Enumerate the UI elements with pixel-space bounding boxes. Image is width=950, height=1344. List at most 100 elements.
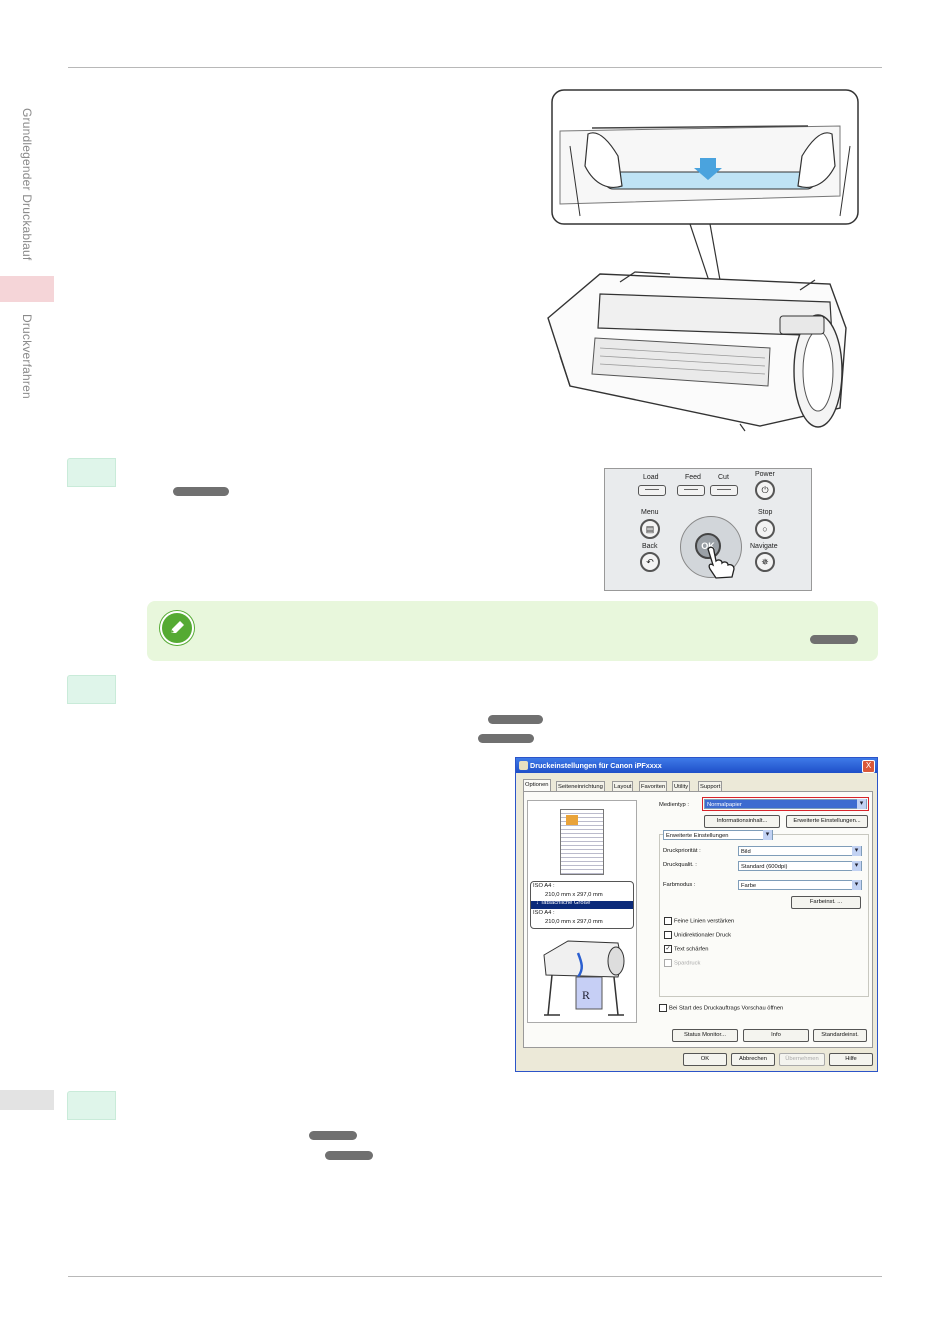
ok-dialog-button[interactable]: OK [683, 1053, 727, 1066]
stop-icon: ○ [762, 524, 768, 534]
page-number-marker [0, 1090, 54, 1110]
paper-size-1: 210,0 mm x 297,0 mm [545, 892, 603, 898]
print-settings-dialog: Druckeinstellungen für Canon iPFxxxx X O… [515, 757, 878, 1072]
checkbox-box [664, 931, 672, 939]
note-pencil-icon [160, 611, 194, 645]
back-arrow-icon: ↶ [646, 557, 654, 567]
ok-button[interactable]: OK [695, 533, 721, 559]
economy-print-label: Spardruck [674, 960, 701, 967]
load-button[interactable] [638, 485, 666, 496]
info-button[interactable]: Info [743, 1029, 809, 1042]
sharpen-text-label: Text schärfen [674, 946, 709, 953]
paper-label-2: ISO A4 : [533, 910, 555, 916]
print-preview-pane: ISO A4 : 210,0 mm x 297,0 mm ↓ Tatsächli… [527, 800, 637, 1023]
page-reference-link[interactable] [173, 487, 229, 496]
close-icon[interactable]: X [862, 760, 875, 773]
power-icon: ⏻ [761, 485, 769, 495]
page-reference-link-4[interactable] [309, 1131, 357, 1140]
step-marker-1 [67, 458, 116, 487]
paper-size-box: ISO A4 : 210,0 mm x 297,0 mm ↓ Tatsächli… [530, 881, 634, 929]
printer-loading-illustration [547, 89, 859, 432]
tab-favoriten[interactable]: Favoriten [639, 781, 668, 792]
page-preview-thumbnail [560, 809, 604, 875]
feed-label: Feed [685, 474, 701, 481]
unidirectional-checkbox[interactable]: Unidirektionaler Druck [664, 931, 731, 939]
checkbox-box [664, 959, 672, 967]
actual-size-label: ↓ Tatsächliche Größe [536, 900, 591, 906]
tab-utility[interactable]: Utility [672, 781, 691, 792]
info-content-button[interactable]: Informationsinhalt... [704, 815, 780, 828]
back-label: Back [642, 543, 658, 550]
note-page-reference-link[interactable] [810, 635, 858, 644]
actual-size-text: Tatsächliche Größe [540, 900, 591, 906]
cancel-button[interactable]: Abbrechen [731, 1053, 775, 1066]
medientyp-label: Medientyp : [659, 802, 689, 808]
tab-seiteneinrichtung[interactable]: Seiteneinrichtung [556, 781, 605, 792]
printer-app-icon [519, 761, 528, 770]
menu-button[interactable]: ▤ [640, 519, 660, 539]
fine-lines-checkbox[interactable]: Feine Linien verstärken [664, 917, 734, 925]
note-box [147, 601, 878, 661]
side-tab-marker [0, 276, 54, 302]
load-label: Load [643, 474, 659, 481]
help-button[interactable]: Hilfe [829, 1053, 873, 1066]
navigate-label: Navigate [750, 543, 778, 550]
unidirectional-label: Unidirektionaler Druck [674, 932, 732, 939]
tab-optionen[interactable]: Optionen [523, 779, 551, 792]
advanced-settings-button[interactable]: Erweiterte Einstellungen... [786, 815, 868, 828]
farbmodus-select[interactable]: Farbe [738, 880, 862, 890]
page-reference-link-5[interactable] [325, 1151, 373, 1160]
page-reference-link-2[interactable] [488, 715, 543, 724]
farbmodus-label: Farbmodus : [663, 882, 696, 888]
paper-size-2: 210,0 mm x 297,0 mm [545, 919, 603, 925]
economy-print-checkbox[interactable]: Spardruck [664, 959, 700, 967]
svg-text:R: R [582, 988, 590, 1002]
header-rule [68, 67, 882, 68]
checkbox-box [664, 917, 672, 925]
advanced-settings-group [659, 834, 869, 997]
paper-label-1: ISO A4 : [533, 883, 555, 889]
tab-layout[interactable]: Layout [612, 781, 634, 792]
checkbox-box [659, 1004, 667, 1012]
druckqualitat-label: Druckqualit. : [663, 862, 697, 868]
menu-label: Menu [641, 509, 659, 516]
medientyp-select[interactable]: Normalpapier [704, 799, 867, 809]
medientyp-highlight [702, 797, 869, 811]
navigate-button[interactable]: ✵ [755, 552, 775, 572]
step-marker-3 [67, 1091, 116, 1120]
side-tab-section-1[interactable]: Grundlegender Druckablauf [20, 108, 34, 261]
preview-on-start-checkbox[interactable]: Bei Start des Druckauftrags Vorschau öff… [659, 1004, 783, 1012]
tab-support[interactable]: Support [698, 781, 723, 792]
cut-button[interactable] [710, 485, 738, 496]
menu-icon: ▤ [645, 524, 655, 534]
apply-button[interactable]: Übernehmen [779, 1053, 825, 1066]
preview-image-block [566, 815, 578, 825]
actual-size-row [531, 901, 633, 909]
checkmark-icon: ✓ [664, 945, 672, 953]
step-marker-2 [67, 675, 116, 704]
dialog-title: Druckeinstellungen für Canon iPFxxxx [516, 758, 877, 773]
color-settings-button[interactable]: Farbeinst. ... [791, 896, 861, 909]
fine-lines-label: Feine Linien verstärken [674, 918, 735, 925]
druckqualitat-select[interactable]: Standard (600dpi) [738, 861, 862, 871]
preview-on-start-label: Bei Start des Druckauftrags Vorschau öff… [669, 1005, 784, 1012]
printer-preview-illustration: R [543, 940, 625, 1016]
footer-rule [68, 1276, 882, 1277]
feed-button[interactable] [677, 485, 705, 496]
druckprioritat-select[interactable]: Bild [738, 846, 862, 856]
navigate-icon: ✵ [761, 557, 769, 567]
druckprioritat-label: Druckpriorität : [663, 848, 701, 854]
status-monitor-button[interactable]: Status Monitor... [672, 1029, 738, 1042]
page-reference-link-3[interactable] [478, 734, 534, 743]
sharpen-text-checkbox[interactable]: ✓Text schärfen [664, 945, 708, 953]
back-button[interactable]: ↶ [640, 552, 660, 572]
side-tab-section-2[interactable]: Druckverfahren [20, 314, 34, 399]
defaults-button[interactable]: Standardeinst. [813, 1029, 867, 1042]
power-button[interactable]: ⏻ [755, 480, 775, 500]
cut-label: Cut [718, 474, 729, 481]
mode-select[interactable]: Erweiterte Einstellungen [663, 830, 773, 840]
pressing-hand-icon [707, 546, 735, 579]
stop-button[interactable]: ○ [755, 519, 775, 539]
stop-label: Stop [758, 509, 773, 516]
power-label: Power [755, 471, 775, 478]
